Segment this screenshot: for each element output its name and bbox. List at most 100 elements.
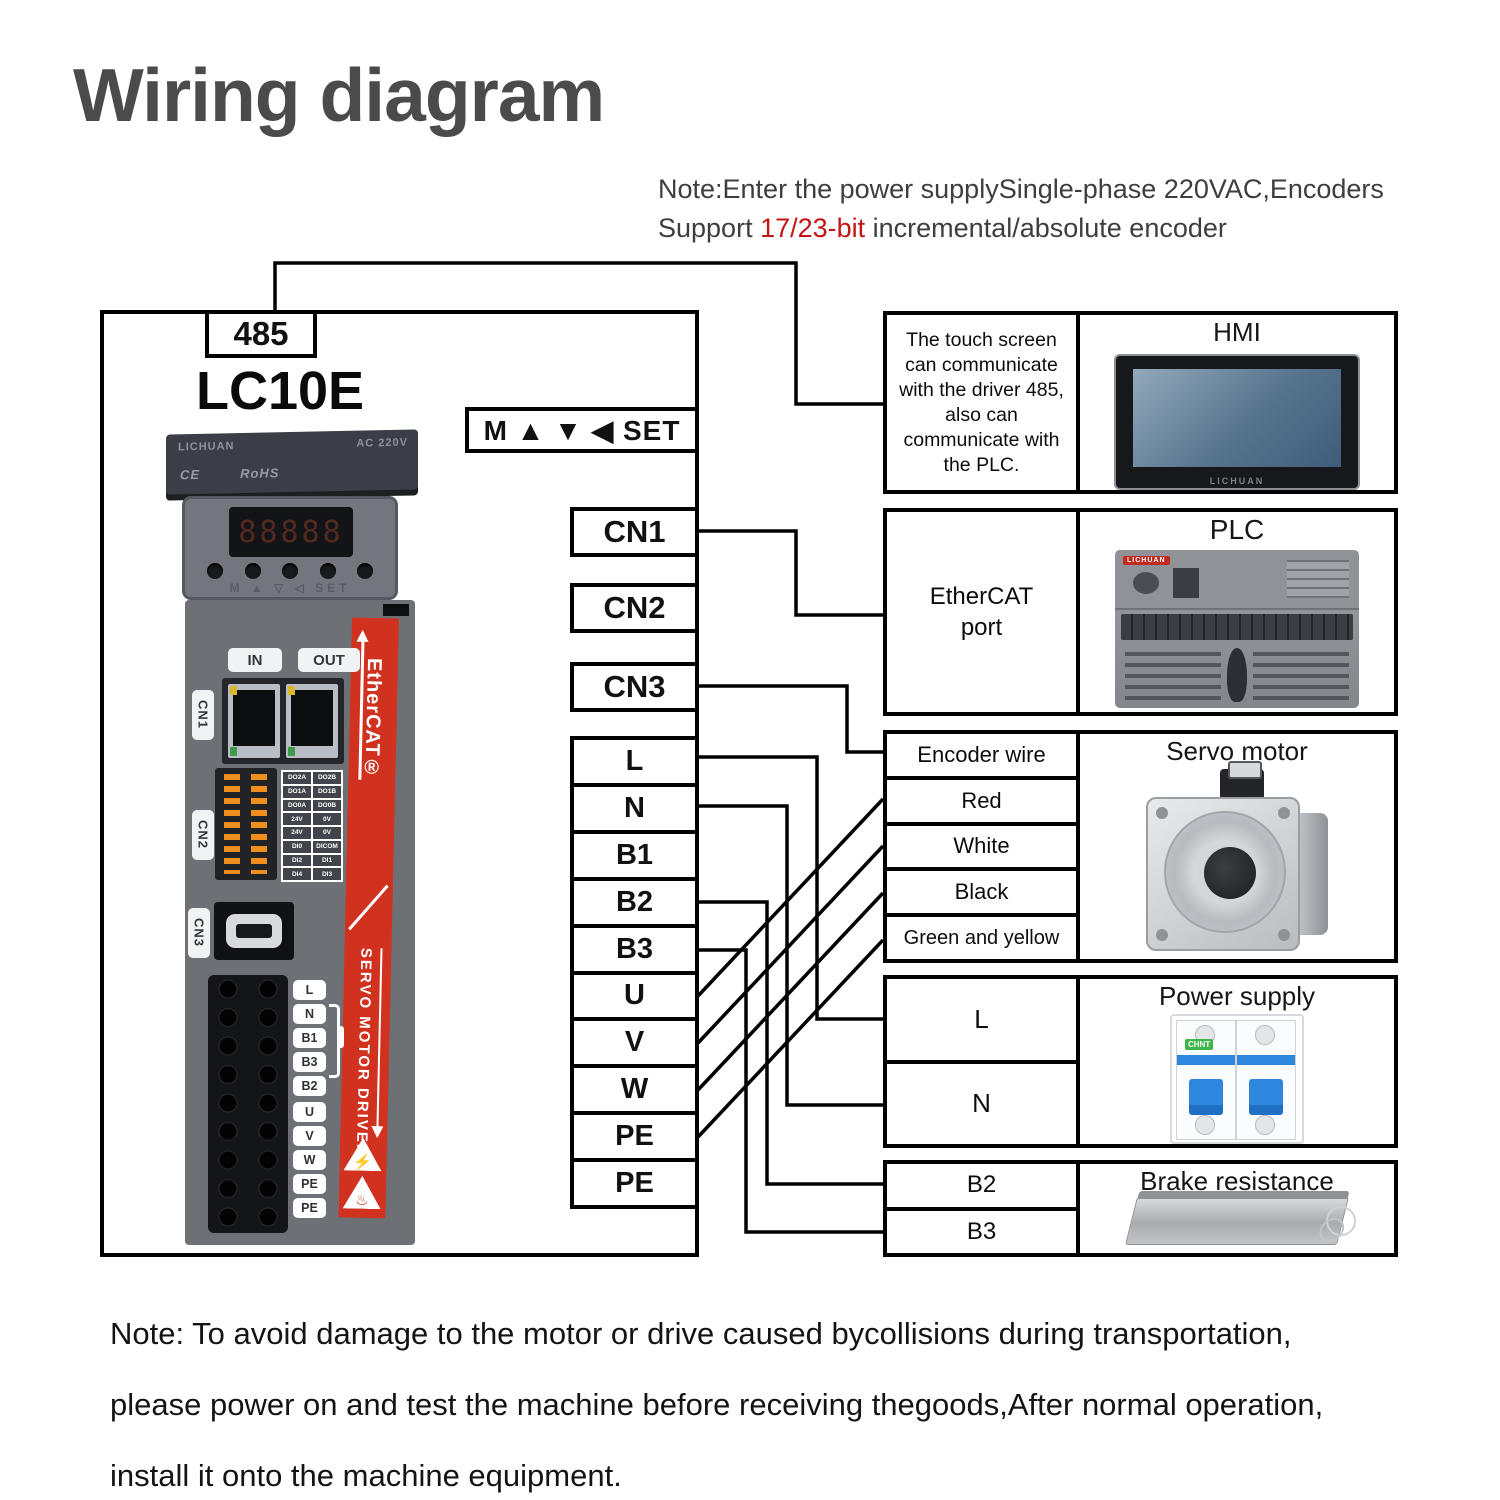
io-cell: DI3 [312, 867, 342, 881]
breaker-screw [1255, 1025, 1275, 1045]
brake-terminal-table: B2 B3 [887, 1164, 1080, 1253]
io-cell: 24V [282, 826, 312, 840]
wire-black-row: Black [887, 871, 1076, 918]
power-terminal-table: L N [887, 979, 1080, 1144]
breaker-band [1177, 1055, 1235, 1065]
servo-motor-image [1142, 761, 1332, 955]
keys-box: M ▲ ▼ ◀ SET [465, 407, 699, 453]
cn2-pins-right [251, 774, 267, 874]
wire-w-to-black [696, 891, 885, 1092]
rohs-mark: RoHS [240, 465, 280, 482]
io-cell: DI0 [282, 839, 312, 854]
cn2-box: CN2 [570, 583, 699, 633]
button-set [357, 563, 373, 579]
hmi-brand: LICHUAN [1209, 476, 1265, 486]
terminal-row-u: U [574, 975, 695, 1022]
rj45-in-cavity [233, 690, 275, 746]
hmi-screen [1133, 369, 1341, 467]
brake-resistor-image [1125, 1191, 1356, 1245]
io-cell: DICOM [312, 839, 342, 854]
breaker-pole-right [1236, 1020, 1296, 1140]
wire-white-row: White [887, 826, 1076, 872]
hmi-title: HMI [1213, 317, 1261, 347]
led-green [288, 747, 295, 756]
hmi-description-cell: The touch screen can communicate with th… [887, 315, 1080, 490]
wire-l-to-power [698, 755, 883, 1021]
brake-section: B2 B3 Brake resistance [883, 1160, 1398, 1257]
plc-led-block [1287, 560, 1349, 598]
hmi-device-image: LICHUAN [1114, 354, 1360, 490]
plc-port-label: EtherCAT port [929, 583, 1034, 641]
wire-red-row: Red [887, 780, 1076, 826]
led-yellow [288, 686, 295, 695]
servo-image-cell: Servo motor [1080, 734, 1394, 959]
plc-vents-right [1253, 648, 1349, 700]
terminal-row-n: N [574, 787, 695, 834]
top-note-line1: Note:Enter the power supplySingle-phase … [658, 174, 1384, 204]
flange-hole [1156, 807, 1168, 819]
cn3-connector-slot [236, 924, 272, 938]
terminal-tag-l: L [293, 980, 326, 1000]
terminal-tag-u: U [293, 1102, 326, 1122]
encoder-wire-row: Encoder wire [887, 734, 1076, 780]
cn1-box: CN1 [570, 507, 699, 557]
wire-u-to-red [696, 797, 885, 998]
top-note-line2-prefix: Support [658, 213, 761, 243]
terminal-tag-b1: B1 [293, 1028, 326, 1048]
power-l-row: L [887, 979, 1076, 1064]
circuit-breaker-image: CHNT [1170, 1014, 1304, 1144]
driver-slot [383, 604, 409, 616]
ethercat-logo: EtherCAT® [360, 657, 386, 780]
cn2-port-label: CN2 [192, 810, 214, 860]
breaker-pole-left: CHNT [1176, 1020, 1236, 1140]
plc-brand-badge: LICHUAN [1123, 556, 1170, 565]
terminal-row-b3: B3 [574, 928, 695, 975]
terminal-tag-b3: B3 [293, 1052, 326, 1072]
top-note-line2: Support 17/23-bit incremental/absolute e… [658, 209, 1438, 248]
power-section: L N Power supply CHNT [883, 975, 1398, 1148]
io-cell: 0V [312, 826, 342, 840]
motor-face [1164, 811, 1286, 933]
terminal-tag-b2: B2 [293, 1076, 326, 1096]
encoder-wire-table: Encoder wire Red White Black Green and y… [887, 734, 1080, 959]
cn2-connector [215, 768, 277, 880]
driver-top-cap: LICHUAN AC 220V CE RoHS [166, 429, 418, 495]
wire-v-to-white [696, 844, 885, 1045]
io-cell: DO1B [312, 784, 342, 799]
button-down [282, 563, 298, 579]
plc-image-cell: PLC LICHUAN [1080, 512, 1394, 712]
rj45-out-port [286, 684, 338, 758]
io-cell: 0V [312, 812, 342, 826]
wire-485-to-hmi [273, 261, 883, 406]
strip-arrow-down-line [375, 948, 383, 1129]
brake-jumper-bar [337, 1026, 344, 1048]
brake-image-cell: Brake resistance [1080, 1164, 1394, 1253]
rj45-port-block [222, 678, 344, 764]
breaker-screw [1195, 1115, 1215, 1135]
plc-section: EtherCAT port PLC LICHUAN [883, 508, 1398, 716]
breaker-handle [1189, 1079, 1223, 1105]
rs485-box: 485 [205, 310, 317, 358]
terminal-tag-pe1: PE [293, 1174, 326, 1194]
bottom-note-line2: please power on and test the machine bef… [110, 1387, 1324, 1422]
terminal-tag-pe2: PE [293, 1198, 326, 1218]
wire-pe-to-greenyellow [696, 938, 885, 1139]
driver-brand-label: LICHUAN [178, 440, 235, 454]
terminal-row-pe1: PE [574, 1115, 695, 1163]
plc-center-latch [1227, 648, 1247, 702]
brake-b3-row: B3 [966, 1217, 997, 1245]
io-cell: DO1A [282, 784, 312, 799]
io-cell: DO0A [282, 798, 312, 813]
hmi-section: The touch screen can communicate with th… [883, 311, 1398, 494]
terminal-row-b2: B2 [574, 881, 695, 928]
in-port-label: IN [228, 648, 282, 672]
cn2-pins-left [224, 774, 240, 874]
rj45-out-cavity [291, 690, 333, 746]
rj45-in-port [228, 684, 280, 758]
servo-section: Encoder wire Red White Black Green and y… [883, 730, 1398, 963]
ce-mark: CE [180, 466, 201, 483]
page-title: Wiring diagram [73, 53, 605, 137]
breaker-band [1237, 1055, 1295, 1065]
terminal-stack: L N B1 B2 B3 U V W PE PE [570, 736, 699, 1209]
